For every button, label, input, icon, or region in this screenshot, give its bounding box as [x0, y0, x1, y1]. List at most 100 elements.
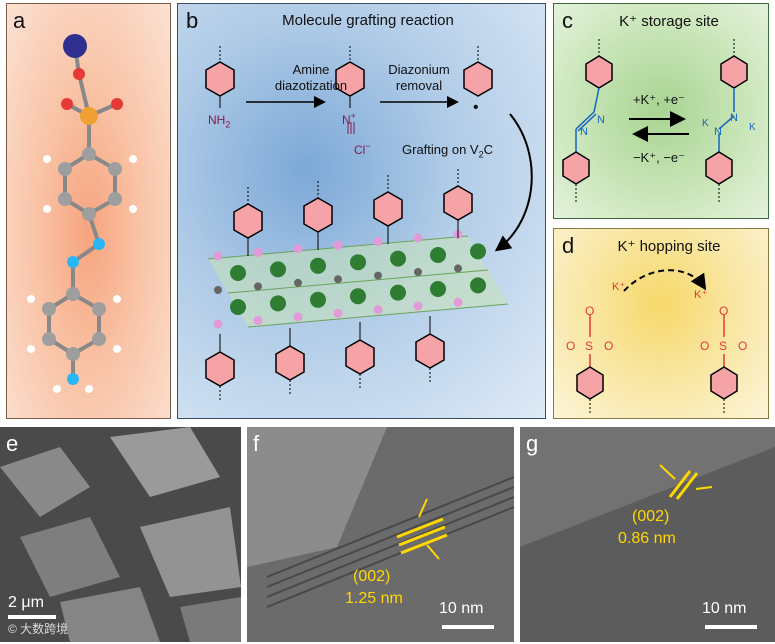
panel-f-hrtem-image: f (002) 1.25 nm 10 nm — [247, 427, 514, 642]
mxene-atom — [213, 251, 223, 261]
mxene-atom — [333, 240, 343, 250]
panel-label-f: f — [253, 431, 260, 456]
mxene-atom — [310, 257, 326, 274]
aniline-ring — [205, 46, 235, 108]
panel-a-molecule-model: a — [6, 3, 171, 419]
mxene-atom — [470, 243, 486, 260]
amine-nitrogen — [67, 373, 79, 385]
k-ion-left: K⁺ — [612, 281, 626, 293]
scale-label-e: 2 μm — [8, 594, 44, 611]
panel-label-d: d — [562, 233, 575, 258]
panel-b-title: Molecule grafting reaction — [282, 12, 454, 29]
mxene-atom — [350, 288, 366, 305]
mxene-atoms — [213, 229, 486, 329]
mxene-atom — [310, 291, 326, 308]
lattice-arrow-right — [695, 486, 713, 490]
panel-label-a: a — [13, 8, 26, 33]
mxene-atom — [430, 247, 446, 263]
mxene-atom — [350, 254, 366, 271]
azo-top-ring — [585, 55, 613, 89]
plane-label-f: (002) — [353, 568, 391, 585]
scale-label-g: 10 nm — [702, 600, 747, 617]
scale-bar-g — [705, 625, 757, 629]
mxene-atom — [214, 286, 222, 294]
panel-c-storage-site: c K⁺ storage site +K⁺, +e⁻ −K⁺, −e⁻ N N … — [553, 3, 769, 219]
plane-label-g: (002) — [632, 508, 670, 525]
hopping-scheme — [576, 269, 738, 415]
bound-k-2: K — [702, 118, 709, 129]
panel-g-hrtem-image: g (002) 0.86 nm 10 nm — [520, 427, 775, 642]
azo-n1: N — [597, 114, 605, 126]
reaction-scheme — [205, 46, 533, 402]
v2c-mxene-layer — [207, 235, 509, 328]
potassium-atom — [63, 34, 87, 58]
mxene-atom — [270, 261, 286, 278]
amine-label: NH2 — [208, 113, 231, 130]
panel-label-b: b — [186, 8, 199, 33]
sulfur-atom — [80, 107, 98, 125]
phenyl-radical-ring — [463, 46, 493, 97]
mxene-atom — [373, 237, 383, 247]
reduced-n1: N — [730, 112, 738, 124]
panel-label-e: e — [6, 431, 19, 456]
grafting-label: Grafting on V2C — [402, 142, 494, 160]
mxene-atom — [454, 264, 462, 273]
panel-e-sem-image: e 2 μm © 大数跨境 — [0, 427, 241, 642]
panel-b-grafting-reaction: b Molecule grafting reaction — [177, 3, 546, 419]
radical-dot: • — [473, 99, 479, 116]
panel-label-c: c — [562, 8, 573, 33]
o-minus-left: O — [585, 304, 595, 318]
mxene-atom — [254, 282, 262, 291]
azo-nitrogen — [93, 238, 105, 250]
mxene-atom — [230, 265, 246, 281]
panel-d-hopping-site: d K⁺ hopping site K⁺ K⁺ O O S S O O O O — [553, 228, 769, 419]
mxene-atom — [373, 305, 383, 315]
forward-condition: +K⁺, +e⁻ — [632, 92, 686, 107]
mxene-atom — [430, 281, 446, 297]
mxene-atom — [253, 315, 263, 325]
mxene-atom — [293, 312, 303, 322]
backward-condition: −K⁺, −e⁻ — [632, 150, 686, 165]
panel-c-title: K⁺ storage site — [619, 13, 719, 30]
sulfonate-ring-left — [576, 366, 604, 400]
hopping-arrow — [623, 269, 707, 292]
mxene-atom — [453, 297, 463, 307]
mxene-atom — [213, 319, 223, 329]
oxygen-right-b: O — [738, 339, 748, 353]
mxene-atom — [293, 244, 303, 254]
oxygen-right-a: O — [700, 339, 710, 353]
grafted-rings-bottom — [205, 316, 445, 402]
lattice-arrow-top — [418, 498, 428, 518]
azo-n2: N — [580, 126, 588, 138]
mxene-atom — [253, 247, 263, 257]
bound-k-1: K — [749, 122, 756, 133]
step1-label-line1: Amine — [292, 62, 330, 77]
reduced-bottom-ring — [705, 151, 733, 185]
mxene-atom — [413, 233, 423, 243]
o-minus-right: O — [719, 304, 729, 318]
lattice-arrow-bottom — [426, 544, 440, 560]
mxene-atom — [390, 250, 406, 267]
spacing-label-f: 1.25 nm — [345, 590, 403, 607]
mxene-atom — [414, 268, 422, 276]
sulfur-left: S — [585, 339, 594, 353]
diazonium-ring — [335, 46, 365, 134]
mxene-atom — [334, 275, 342, 284]
step2-label-line2: removal — [395, 78, 443, 93]
panel-label-g: g — [526, 431, 539, 456]
ball-stick-molecule — [27, 34, 137, 393]
mxene-atom — [390, 284, 406, 301]
mxene-atom — [374, 271, 382, 280]
arrow-grafting — [494, 113, 533, 252]
mxene-atom — [333, 308, 343, 318]
mxene-atom — [413, 301, 423, 311]
watermark: © 大数跨境 — [8, 622, 69, 636]
k-ion-right: K⁺ — [694, 289, 708, 301]
storage-scheme — [562, 39, 748, 202]
step1-label-line2: diazotization — [274, 78, 348, 93]
panel-d-title: K⁺ hopping site — [617, 238, 721, 255]
grafted-rings-top — [233, 169, 473, 256]
scale-bar-f — [442, 625, 494, 629]
sulfonate-ring-right — [710, 366, 738, 400]
mxene-atom — [230, 299, 246, 315]
